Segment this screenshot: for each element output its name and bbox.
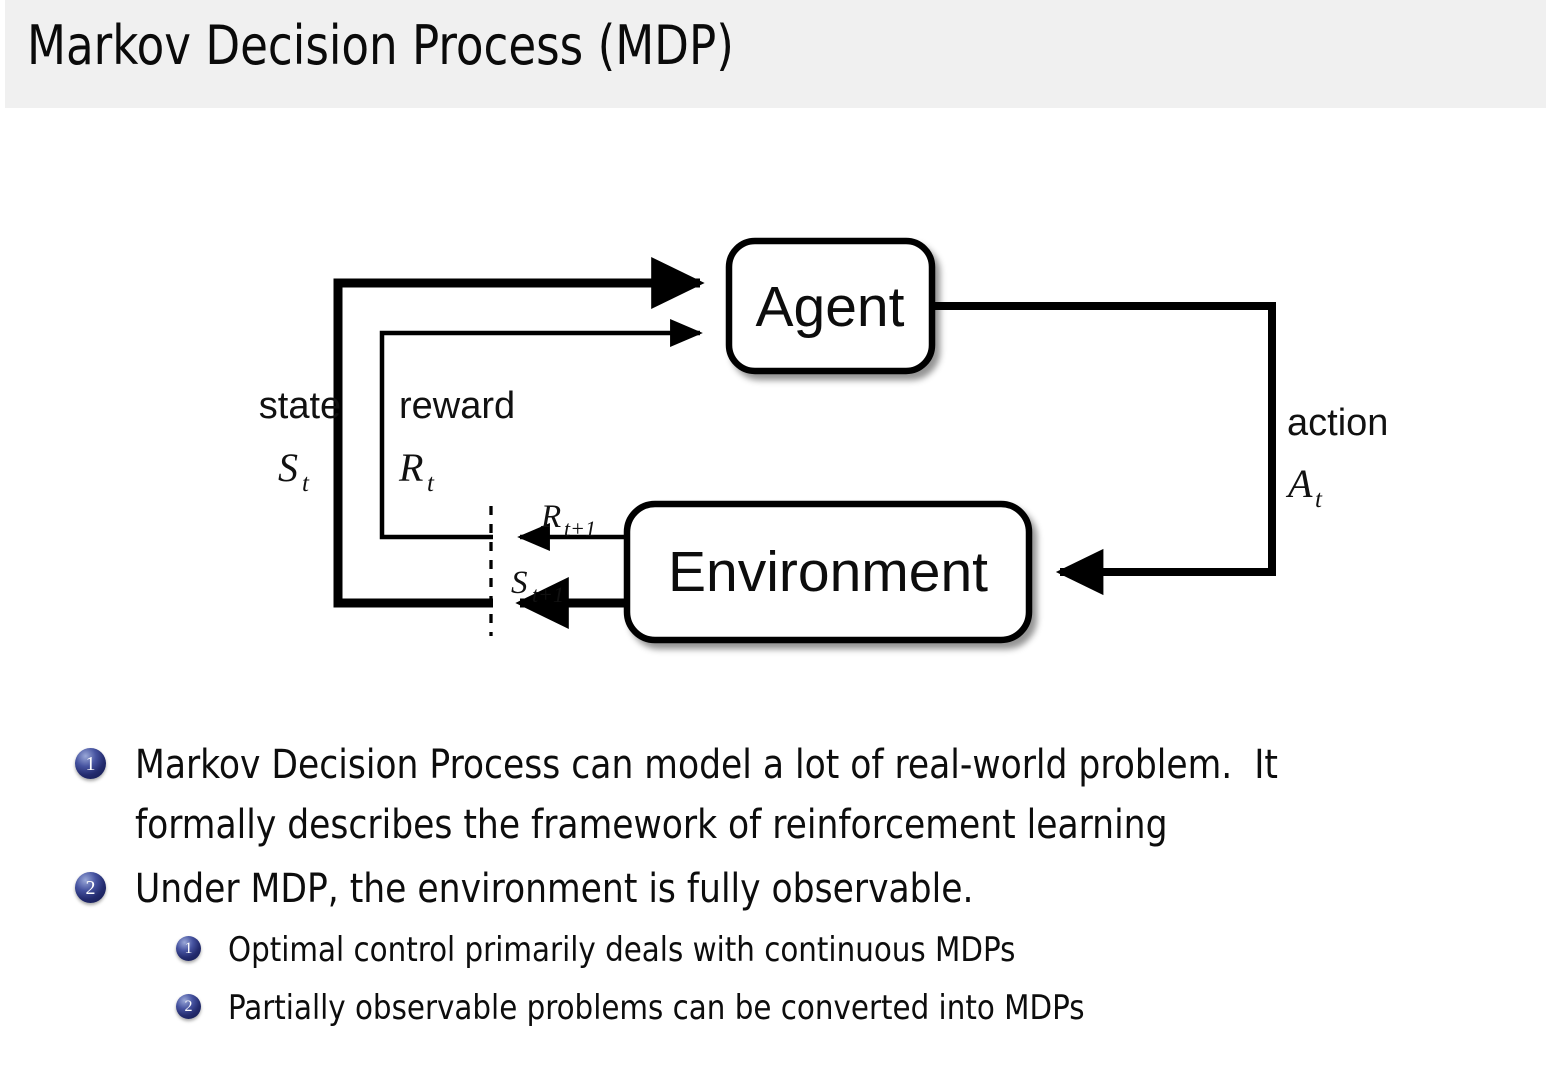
list-item: 2 Under MDP, the environment is fully ob… [0, 859, 1546, 919]
list-item: 1 Markov Decision Process can model a lo… [0, 735, 1546, 855]
svg-text:t: t [427, 470, 435, 497]
reward-next-label: R t+1 [540, 499, 596, 541]
bullet-marker-1: 1 [75, 748, 106, 779]
svg-text:S: S [278, 445, 298, 490]
svg-text:A: A [1285, 461, 1313, 506]
reward-label-word: reward [399, 385, 515, 427]
state-label-word: state [259, 385, 341, 427]
svg-text:R: R [398, 445, 423, 490]
slide-header-bar [5, 0, 1546, 108]
sub-bullet-2-text: Partially observable problems can be con… [228, 988, 1085, 1028]
svg-text:t: t [302, 470, 310, 497]
action-label-symbol: A t [1285, 461, 1323, 513]
sub-bullet-marker-1: 1 [176, 936, 201, 961]
action-edge-path [932, 302, 1276, 596]
bullet-2-line-1: Under MDP, the environment is fully obse… [135, 866, 974, 912]
sub-list-item: 2 Partially observable problems can be c… [0, 981, 1546, 1035]
state-next-label: S t+1 [511, 565, 564, 607]
bullet-marker-2: 2 [75, 872, 106, 903]
bullet-list: 1 Markov Decision Process can model a lo… [0, 735, 1546, 1039]
bullet-1-line-1: Markov Decision Process can model a lot … [135, 742, 1278, 788]
agent-box: Agent [725, 237, 936, 375]
sub-list-item: 1 Optimal control primarily deals with c… [0, 923, 1546, 977]
svg-text:t: t [1315, 486, 1323, 513]
environment-box: Environment [623, 500, 1033, 644]
state-edge-path [333, 256, 705, 608]
agent-box-label: Agent [756, 275, 905, 339]
environment-box-label: Environment [668, 540, 988, 604]
sub-bullet-1-text: Optimal control primarily deals with con… [228, 930, 1016, 970]
state-label-symbol: S t [278, 445, 310, 497]
svg-text:t+1: t+1 [532, 582, 564, 607]
reward-label-symbol: R t [398, 445, 435, 497]
mdp-diagram: Agent Environment state S t reward R t a… [0, 108, 1546, 708]
reward-edge-path [379, 319, 703, 540]
bullet-1-line-2: formally describes the framework of rein… [135, 802, 1168, 848]
svg-text:R: R [540, 499, 561, 535]
svg-text:S: S [511, 565, 528, 601]
action-label-word: action [1287, 402, 1388, 444]
sub-bullet-marker-2: 2 [176, 994, 201, 1019]
svg-text:t+1: t+1 [564, 516, 596, 541]
page-title: Markov Decision Process (MDP) [27, 14, 734, 77]
